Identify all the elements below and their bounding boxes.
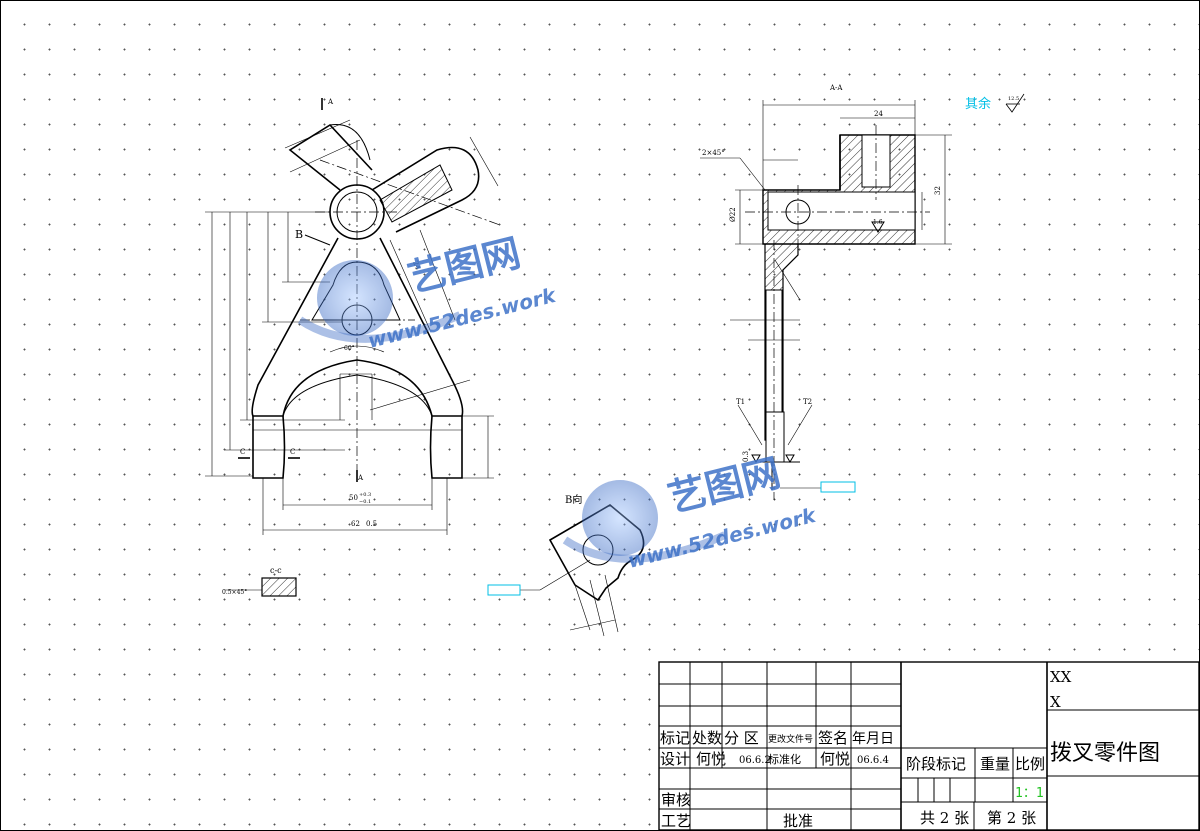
cut-c-right-label: C [290,448,295,456]
section-a-a-view [700,100,952,500]
tb-std-label: 标准化 [768,752,801,766]
arrow-b-label: B [295,228,303,241]
cut-a-bottom-label: A [357,474,364,482]
tb-org-line1: XX [1050,668,1072,686]
tb-scale-value: 1：1 [1015,786,1044,801]
tb-approve-label: 批准 [783,812,813,830]
globe-icon [582,480,658,556]
view-b-label: B向 [565,493,582,506]
tb-std-name: 何悦 [820,750,850,768]
watermark-2-brand: 艺图网 [664,450,785,520]
rest-roughness-value: 12.5 [1008,96,1019,102]
rest-roughness-label: 其余 [965,96,991,112]
label-t2: T2 [803,398,812,406]
dim-50-tol-upper: +0.3 [359,492,371,498]
title-block [658,661,1200,831]
tb-design-date: 06.6.2 [739,755,771,766]
label-0-3: 0.3 [742,451,750,462]
dim-50-tol-lower: −0.1 [359,499,371,505]
chamfer-cc-label: 0.5×45° [222,589,247,596]
tb-process-label: 工艺 [661,812,691,830]
surface-roughness-1-6: 1.6 [873,219,883,226]
tb-design-label: 设计 [660,750,690,768]
tb-std-date: 06.6.4 [857,755,889,766]
tb-col-zone: 分 区 [724,729,759,747]
tb-col-mark: 标记 [660,729,690,747]
dim-24-top: 24 [874,110,883,118]
watermark-1-brand: 艺图网 [404,230,525,300]
tb-col-docno: 更改文件号 [768,733,813,745]
watermark-1-url: www.52des.work [365,283,559,353]
dim-62-tol: 0.5 [366,520,377,528]
tb-sheets-total: 共 2 张 [920,809,969,827]
dim-24-side: 24 [411,260,422,272]
tb-part-name: 拨叉零件图 [1050,741,1160,766]
section-c-c-label: c-c [270,566,282,575]
dim-62: 62 [351,520,360,528]
section-a-a-label: A-A [829,84,843,92]
dim-50: 50 [349,494,358,502]
cut-a-top-label: A [327,98,334,106]
tb-design-name: 何悦 [696,750,726,768]
watermark-2 [562,480,727,563]
tb-sheet-no: 第 2 张 [987,809,1036,827]
watermark-1 [297,260,462,343]
chamfer-left-label: 2×45° [702,149,725,157]
tb-review-label: 审核 [661,791,691,809]
tb-org-line2: X [1050,693,1061,711]
cut-c-left-label: C [240,448,245,456]
dim-32: 32 [934,186,942,195]
dim-60: 60° [344,345,355,352]
globe-icon [317,260,393,336]
roughness-symbol [1005,93,1025,113]
tb-col-sign: 签名 [818,729,848,747]
dim-22: Ø22 [729,207,737,222]
tb-col-date: 年月日 [852,731,894,747]
label-t1: T1 [736,398,745,406]
tb-stage-label: 阶段标记 [906,755,966,773]
tb-col-count: 处数 [692,729,722,747]
tb-weight-label: 重量 [980,755,1010,773]
section-c-c-view [225,577,297,597]
tb-scale-label: 比例 [1015,755,1045,773]
